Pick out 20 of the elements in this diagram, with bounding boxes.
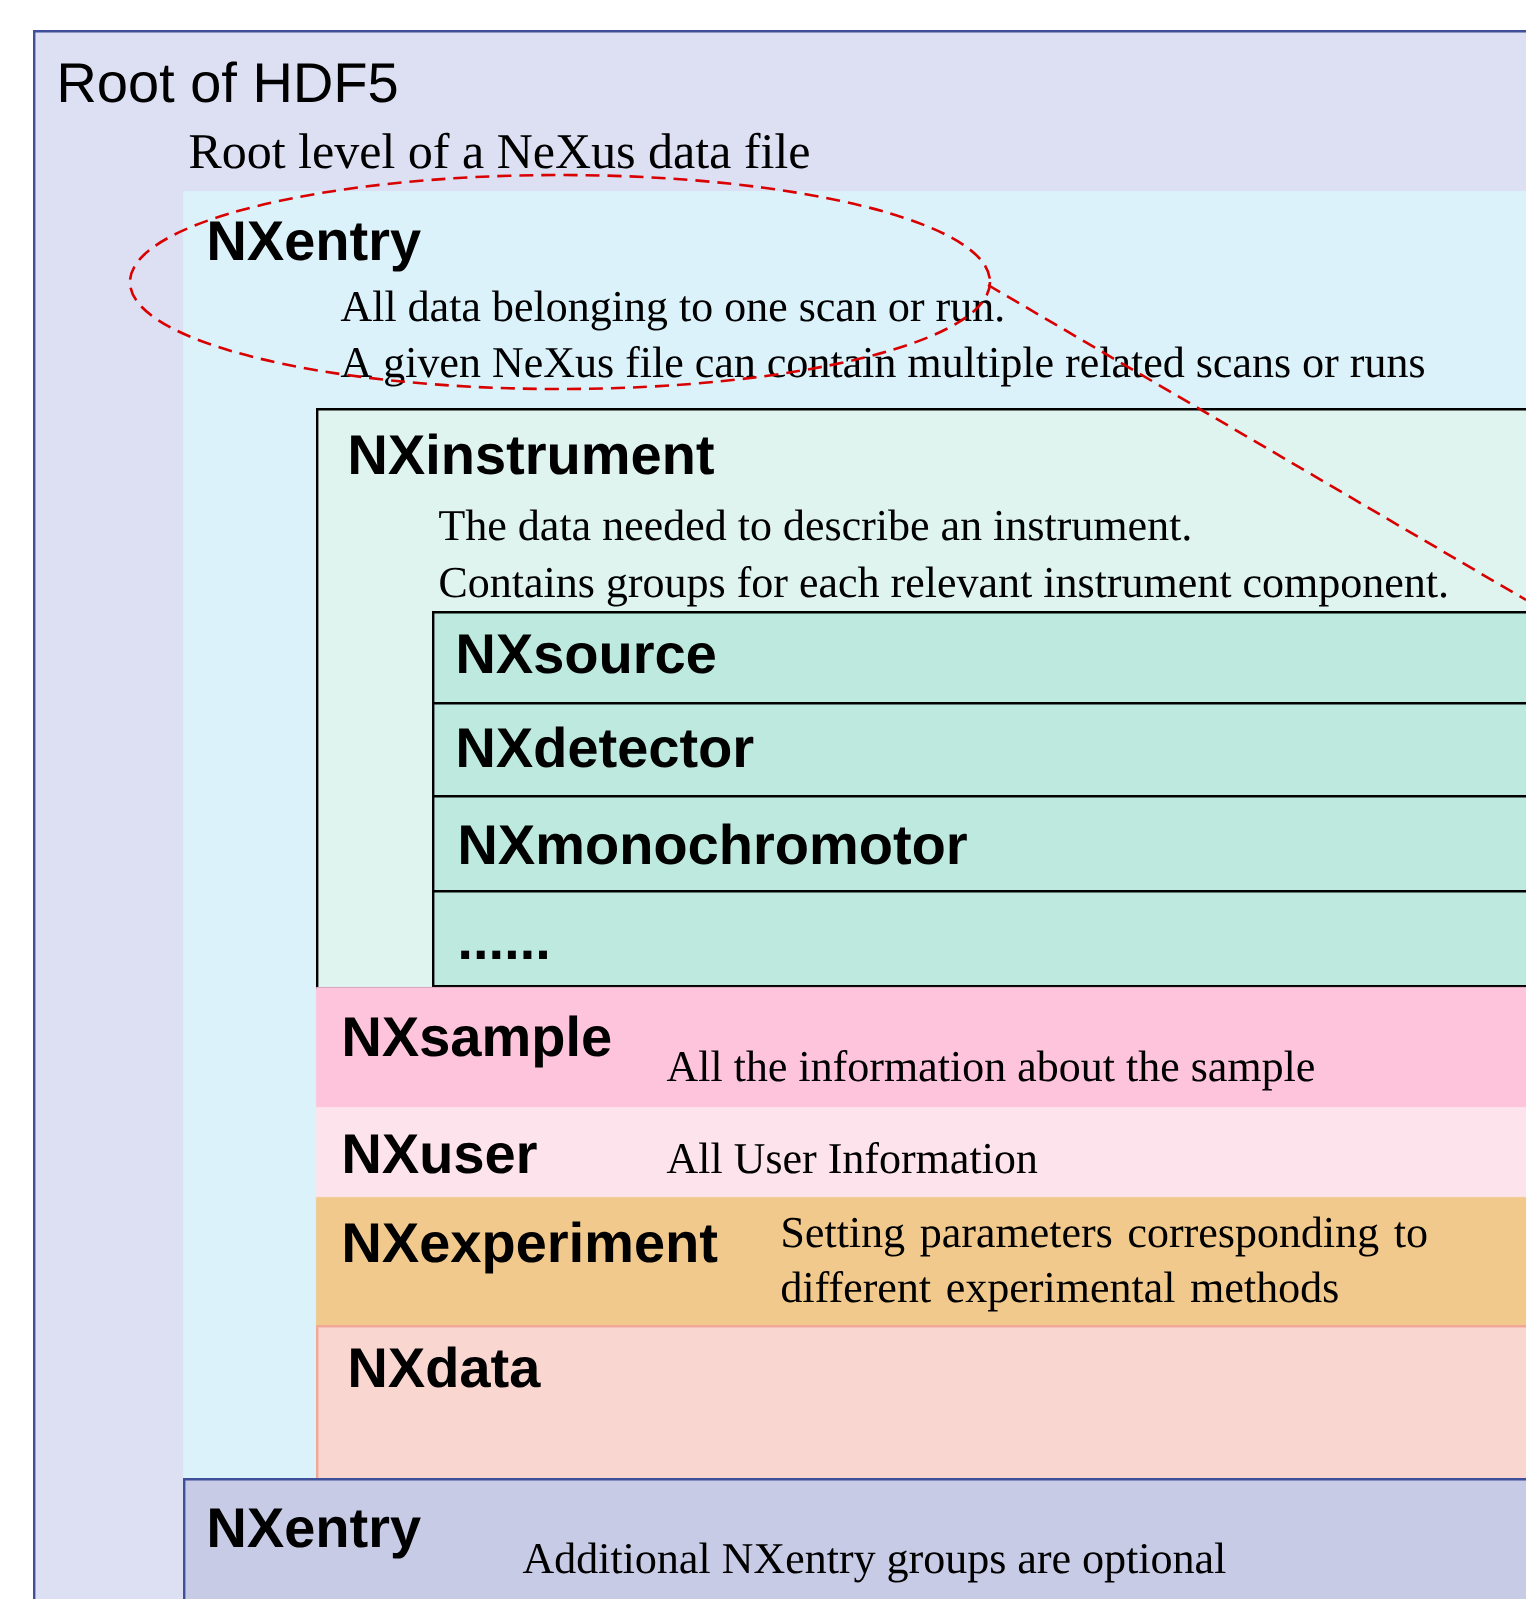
group-description: All data belonging to one scan or run. [340, 290, 1003, 331]
group-description: Root level of a NeXus data file [189, 132, 809, 169]
group-description: Additional NXentry groups are optional [522, 1542, 1226, 1583]
group-description: All the information about the sample [666, 1050, 1314, 1091]
group-description: Setting parameters corresponding to different experimental methods [782, 1216, 1427, 1312]
group-description: All User Information [666, 1142, 1038, 1174]
group-title: Root of HDF5 [61, 61, 397, 103]
group-title: NXmonochromotor [461, 823, 967, 865]
group-title: ...... [461, 950, 547, 959]
group-description: Contains groups for each relevant instrument component. [440, 566, 1447, 607]
group-title: NXsample [345, 1015, 611, 1068]
group-title: NXentry [210, 221, 421, 272]
group-title: NXinstrument [351, 433, 714, 475]
group-description: The data needed to describe an instrument. [439, 509, 1190, 541]
group-title: NXdata [351, 1346, 541, 1388]
group-title: NXsource [459, 634, 715, 674]
group-title: NXdetector [459, 726, 754, 768]
group-title: NXentry [210, 1508, 421, 1559]
group-title: NXuser [345, 1134, 537, 1174]
group-title: NXexperiment [345, 1221, 718, 1274]
